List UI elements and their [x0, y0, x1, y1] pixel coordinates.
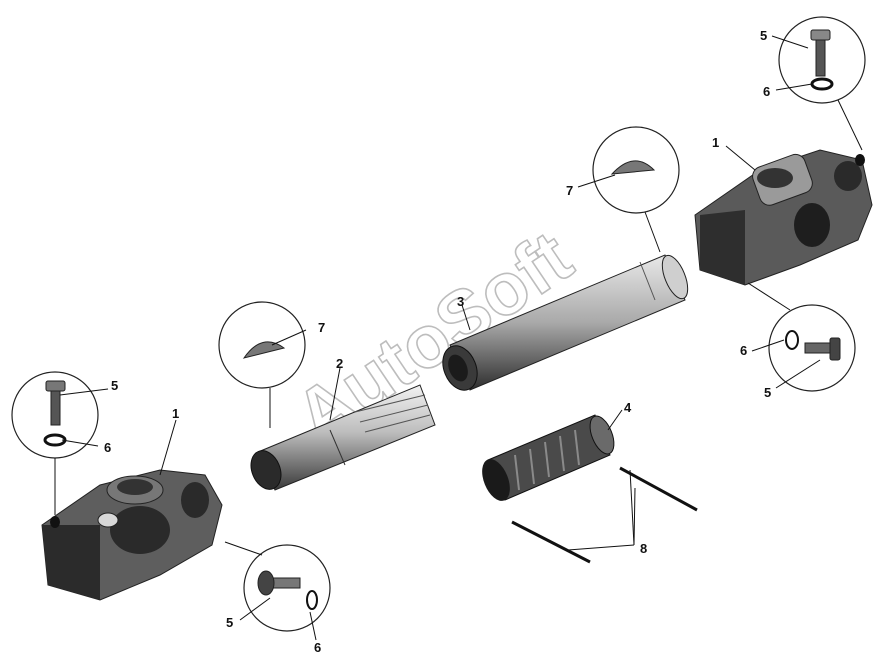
label-shaft-tube: 3: [457, 294, 464, 309]
label-bolt-bottom-right: 5: [764, 385, 771, 400]
universal-joint-yoke-right: [694, 149, 873, 286]
inner-shaft: [250, 384, 436, 491]
label-bolt-bottom-left: 5: [226, 615, 233, 630]
label-yoke-right: 1: [712, 135, 719, 150]
label-washer-top-left: 6: [104, 440, 111, 455]
label-yoke-left: 1: [172, 406, 179, 421]
label-inner-shaft: 2: [336, 356, 343, 371]
leader-lines: [54, 35, 863, 641]
shaft-tube: [442, 254, 689, 391]
detail-bolt-washer-bottom-right: [768, 304, 856, 392]
label-washer-top-right: 6: [763, 84, 770, 99]
label-key-left: 7: [318, 320, 325, 335]
label-key-right: 7: [566, 183, 573, 198]
label-bolt-top-right: 5: [760, 28, 767, 43]
label-washer-bottom-right: 6: [740, 343, 747, 358]
detail-bolt-washer-top-right: [778, 16, 866, 104]
label-washer-bottom-left: 6: [314, 640, 321, 655]
label-spring: 4: [624, 400, 632, 415]
label-wires: 8: [640, 541, 647, 556]
detail-key-right: [592, 126, 680, 214]
universal-joint-yoke-left: [41, 469, 223, 601]
detail-key-left: [218, 301, 306, 389]
spring: [482, 414, 615, 501]
detail-bolt-washer-top-left: [11, 371, 99, 459]
detail-bolt-washer-bottom-left: [243, 544, 331, 632]
label-bolt-top-left: 5: [111, 378, 118, 393]
wire-clips: [511, 466, 698, 564]
